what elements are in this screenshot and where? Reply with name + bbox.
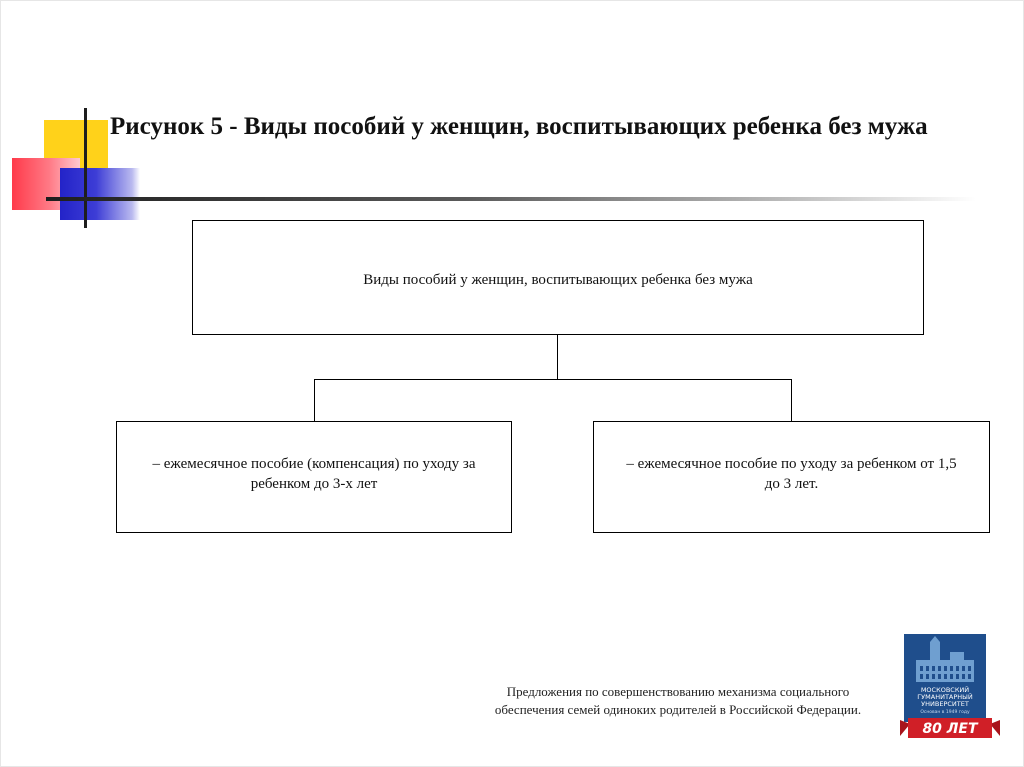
logo-name-2: ГУМАНИТАРНЫЙ (917, 692, 973, 701)
title-underline (46, 197, 976, 201)
logo-anniversary: 80 ЛЕТ (922, 721, 979, 737)
connector-right-down (791, 379, 792, 421)
connector-horizontal (314, 379, 792, 380)
diagram-child-label-left: – ежемесячное пособие (компенсация) по у… (152, 456, 476, 492)
diagram-child-label-right: – ежемесячное пособие по уходу за ребенк… (626, 456, 957, 492)
page-title: Рисунок 5 - Виды пособий у женщин, воспи… (110, 113, 928, 140)
footer-caption: Предложения по совершенствованию механиз… (468, 683, 888, 719)
diagram-child-box-right: – ежемесячное пособие по уходу за ребенк… (593, 421, 990, 533)
footer-line-1: Предложения по совершенствованию механиз… (506, 684, 850, 699)
connector-left-down (314, 379, 315, 421)
logo-tagline: Основан в 1949 году (920, 709, 970, 715)
decor-vertical-line (84, 108, 87, 228)
logo-name-3: УНИВЕРСИТЕТ (921, 700, 969, 708)
footer-line-2: обеспечения семей одиноких родителей в Р… (494, 702, 862, 717)
university-logo: МОСКОВСКИЙ ГУМАНИТАРНЫЙ УНИВЕРСИТЕТ Осно… (900, 634, 1000, 738)
diagram-root-box: Виды пособий у женщин, воспитывающих реб… (192, 220, 924, 335)
decor-blue-square (60, 168, 140, 220)
diagram-root-label: Виды пособий у женщин, воспитывающих реб… (363, 271, 753, 288)
logo-name-1: МОСКОВСКИЙ (921, 685, 969, 694)
connector-root-down (557, 335, 558, 380)
diagram-child-box-left: – ежемесячное пособие (компенсация) по у… (116, 421, 512, 533)
